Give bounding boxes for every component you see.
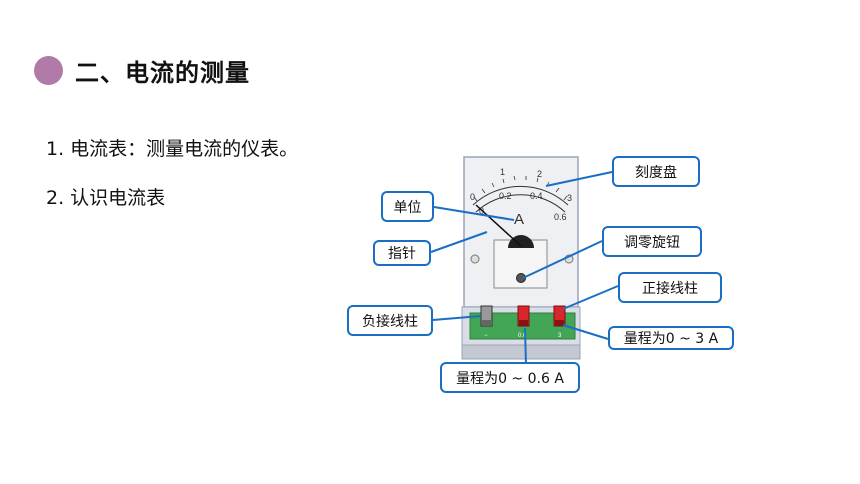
meter-pointer [475,204,522,247]
leader-range-06a [524,327,527,367]
leader-zero-knob [522,240,603,279]
item-1: 1. 电流表：测量电流的仪表。 [46,138,299,160]
upper-scale-1: 1 [500,167,505,177]
callout-unit: 单位 [381,191,434,222]
terminal-mark-06: 0.6 [518,333,527,339]
meter-base-front [461,344,581,360]
negative-terminal [480,305,493,327]
meter-unit-symbol: A [514,211,524,228]
callout-range-06a: 量程为0 ~ 0.6 A [440,362,580,393]
terminal-06 [517,305,530,327]
lower-scale-1: 0.2 [499,191,512,201]
terminal-mark-3: 3 [558,333,562,339]
callout-zero-adjust-knob: 调零旋钮 [602,226,702,257]
leader-scale-dial [545,171,613,187]
upper-scale-2: 2 [537,169,542,179]
leader-pointer [430,231,488,253]
leader-unit [433,206,515,221]
leader-positive [562,285,619,310]
callout-scale-dial: 刻度盘 [612,156,700,187]
upper-scale-3: 3 [567,193,572,203]
callout-positive-terminal: 正接线柱 [618,272,722,303]
section-bullet [34,56,63,85]
section-title: 二、电流的测量 [75,59,250,87]
callout-pointer: 指针 [373,240,431,266]
lower-scale-3: 0.6 [554,212,567,222]
leader-range-3a [562,324,609,340]
lower-scale-2: 0.4 [530,191,543,201]
callout-negative-terminal: 负接线柱 [347,305,433,336]
terminal-mark-negative: − [484,333,488,339]
item-2: 2. 认识电流表 [46,187,166,209]
terminal-3 [553,305,566,327]
zero-adjust-knob [516,273,526,283]
callout-range-3a: 量程为0 ~ 3 A [608,326,734,350]
upper-scale-0: 0 [470,192,475,202]
leader-negative [432,315,482,321]
